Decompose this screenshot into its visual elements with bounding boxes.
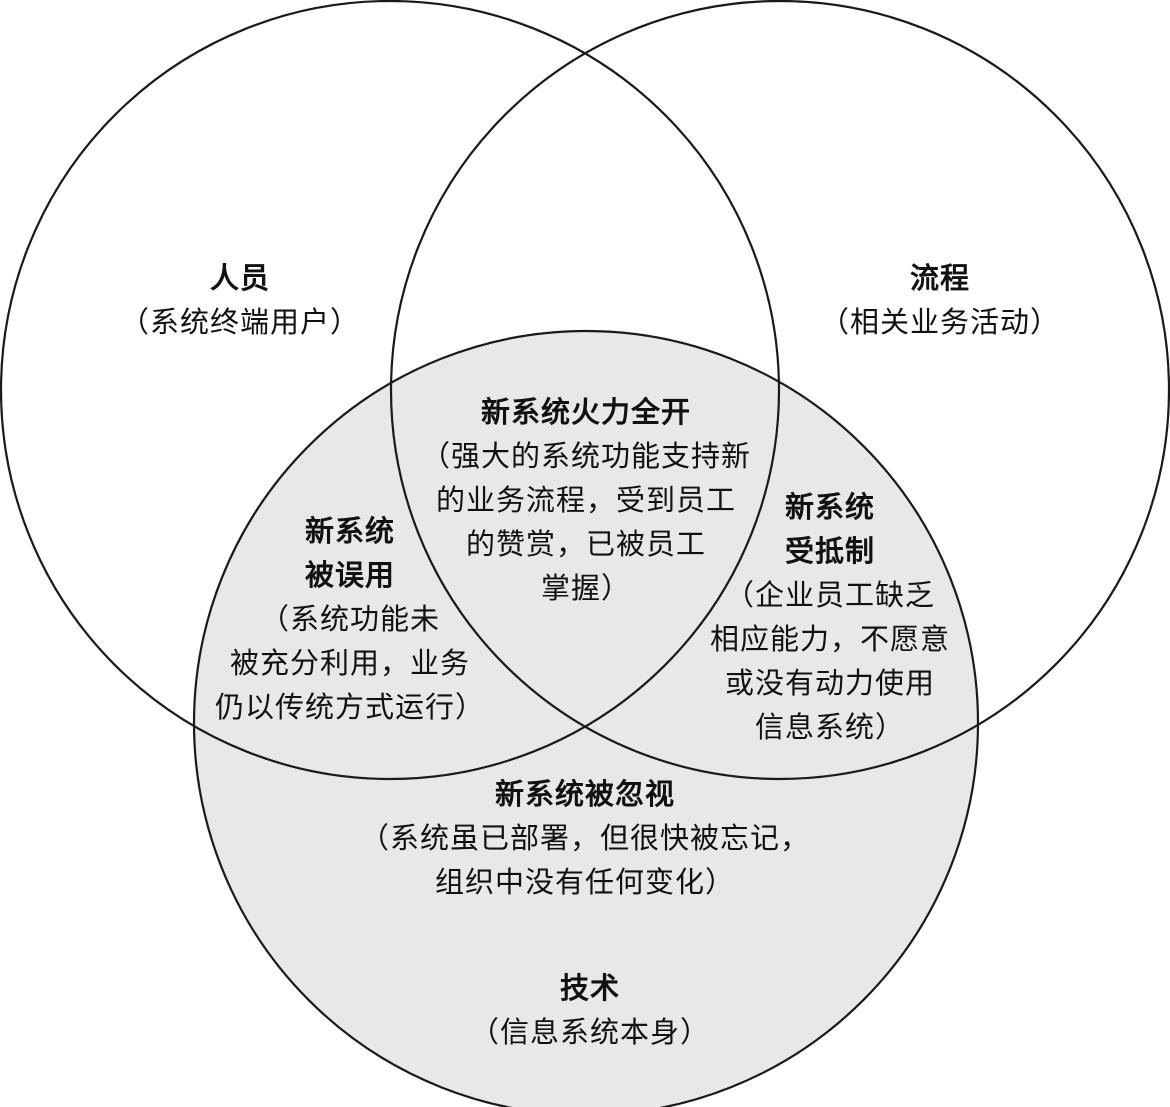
- people-tech-label: 新系统 被误用 （系统功能未 被充分利用，业务 仍以传统方式运行）: [190, 509, 510, 729]
- process-tech-desc: （企业员工缺乏 相应能力，不愿意 或没有动力使用 信息系统）: [680, 573, 980, 749]
- tech-only-desc-line: （系统虽已部署，但很快被忘记，: [359, 821, 810, 855]
- people-tech-title-line: 被误用: [304, 558, 395, 592]
- technology-label: 技术 （信息系统本身）: [440, 966, 740, 1054]
- people-tech-title: 新系统 被误用: [190, 509, 510, 597]
- process-tech-desc-line: 相应能力，不愿意: [709, 622, 950, 656]
- process-title: 流程: [909, 261, 970, 295]
- tech-only-desc: （系统虽已部署，但很快被忘记， 组织中没有任何变化）: [310, 816, 860, 904]
- center-desc-line: 掌握）: [540, 571, 631, 605]
- technology-circle: [193, 330, 979, 1107]
- people-tech-desc-line: （系统功能未: [259, 602, 440, 636]
- tech-only-title: 新系统被忽视: [494, 777, 675, 811]
- people-desc: （系统终端用户）: [119, 305, 360, 339]
- process-tech-title-line: 受抵制: [784, 534, 875, 568]
- technology-title: 技术: [559, 971, 620, 1005]
- people-tech-desc: （系统功能未 被充分利用，业务 仍以传统方式运行）: [190, 597, 510, 729]
- process-label: 流程 （相关业务活动）: [790, 256, 1090, 344]
- tech-only-label: 新系统被忽视 （系统虽已部署，但很快被忘记， 组织中没有任何变化）: [310, 772, 860, 904]
- process-tech-label: 新系统 受抵制 （企业员工缺乏 相应能力，不愿意 或没有动力使用 信息系统）: [680, 485, 980, 749]
- technology-circle-fill: [194, 331, 978, 1107]
- process-tech-desc-line: （企业员工缺乏: [724, 578, 935, 612]
- process-tech-desc-line: 或没有动力使用: [724, 666, 935, 700]
- process-desc: （相关业务活动）: [819, 305, 1060, 339]
- people-tech-title-line: 新系统: [304, 514, 395, 548]
- people-title: 人员: [209, 261, 270, 295]
- tech-only-desc-line: 组织中没有任何变化）: [434, 865, 735, 899]
- center-desc-line: （强大的系统功能支持新: [420, 439, 751, 473]
- people-tech-desc-line: 被充分利用，业务: [229, 646, 470, 680]
- process-tech-title: 新系统 受抵制: [680, 485, 980, 573]
- center-label: 新系统火力全开 （强大的系统功能支持新 的业务流程，受到员工 的赞赏，已被员工 …: [396, 390, 776, 610]
- center-desc-line: 的赞赏，已被员工: [465, 527, 706, 561]
- process-tech-desc-line: 信息系统）: [754, 710, 905, 744]
- center-title: 新系统火力全开: [480, 395, 691, 429]
- process-circle: [390, 0, 1170, 780]
- people-circle: [0, 0, 780, 780]
- people-label: 人员 （系统终端用户）: [80, 256, 400, 344]
- process-tech-title-line: 新系统: [784, 490, 875, 524]
- center-desc: （强大的系统功能支持新 的业务流程，受到员工 的赞赏，已被员工 掌握）: [396, 434, 776, 610]
- center-desc-line: 的业务流程，受到员工: [435, 483, 736, 517]
- technology-desc: （信息系统本身）: [469, 1015, 710, 1049]
- people-tech-desc-line: 仍以传统方式运行）: [214, 690, 485, 724]
